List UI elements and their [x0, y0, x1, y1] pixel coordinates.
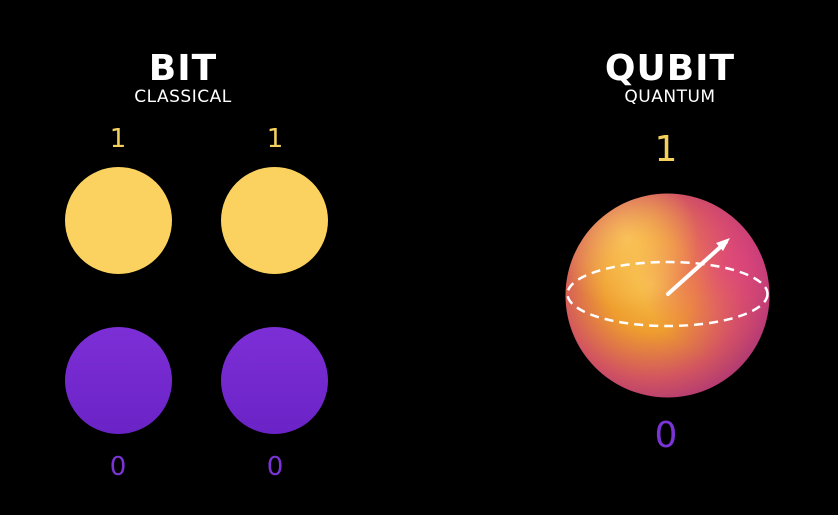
bloch-sphere — [560, 188, 775, 403]
bit-zero-circle-right — [221, 327, 328, 434]
bit-title: BIT — [148, 48, 218, 89]
state-vector-line — [666, 240, 728, 296]
equator-dashed-ellipse — [566, 260, 769, 328]
bloch-sphere-graphic — [565, 193, 770, 398]
bit-one-circle-right — [221, 167, 328, 274]
bit-zero-label-right: 0 — [266, 452, 284, 482]
bit-one-circle-left — [65, 167, 172, 274]
qubit-subtitle: QUANTUM — [624, 87, 716, 107]
bit-zero-circle-left — [65, 327, 172, 434]
bit-one-label-left: 1 — [109, 124, 127, 154]
bit-one-label-right: 1 — [266, 124, 284, 154]
qubit-one-label: 1 — [654, 129, 678, 170]
qubit-title: QUBIT — [604, 48, 736, 89]
bit-zero-label-left: 0 — [109, 452, 127, 482]
qubit-zero-label: 0 — [654, 415, 678, 456]
bit-subtitle: CLASSICAL — [134, 87, 232, 107]
state-vector-arrowhead — [716, 238, 730, 251]
